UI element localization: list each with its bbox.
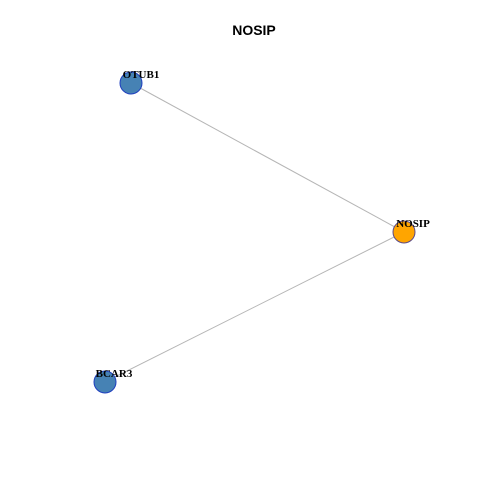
node-label-otub1: OTUB1: [123, 69, 160, 81]
node-nosip[interactable]: [392, 220, 416, 244]
graph-title: NOSIP: [232, 22, 276, 38]
node-label-nosip: NOSIP: [396, 218, 430, 230]
node-label-bcar3: BCAR3: [96, 368, 133, 380]
node-otub1[interactable]: [119, 71, 143, 95]
edge-otub1-nosip: [130, 82, 405, 233]
edge-bcar3-nosip: [104, 231, 405, 383]
node-bcar3[interactable]: [93, 370, 117, 394]
